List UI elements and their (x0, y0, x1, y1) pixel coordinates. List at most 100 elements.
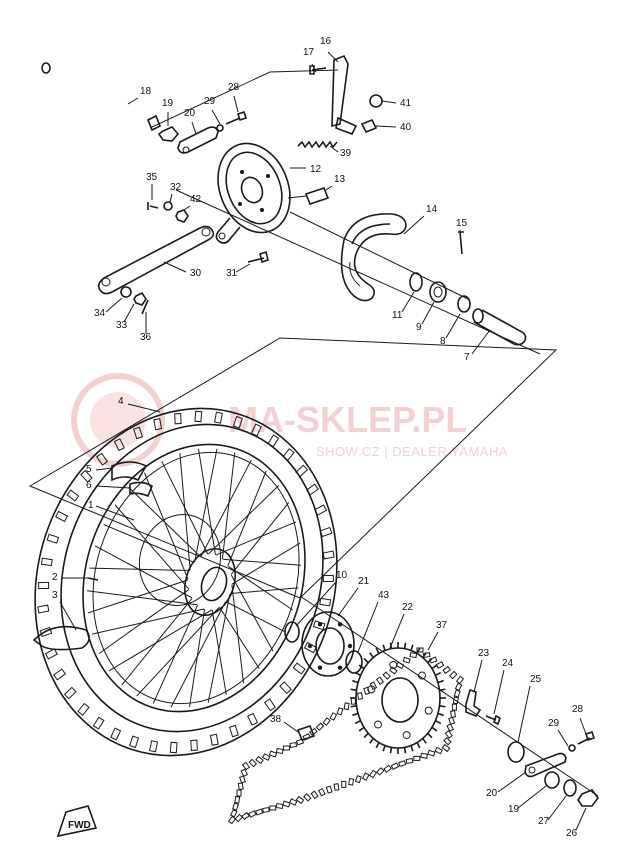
sprocket-tooth (363, 732, 369, 739)
sprocket-hole (373, 720, 382, 729)
tread-block (80, 469, 93, 483)
callout-c40: 40 (375, 122, 412, 133)
chain-link (448, 716, 456, 725)
chain-link (303, 793, 312, 802)
spoke (98, 589, 190, 654)
sprocket-tooth (389, 747, 393, 754)
brake-torque-arm (97, 225, 215, 295)
leader-line (557, 729, 569, 747)
callout-c15: 15 (456, 218, 468, 236)
sprocket-tooth (358, 726, 365, 732)
callout-c9: 9 (416, 301, 435, 333)
axle-collar (472, 308, 527, 346)
callout-c33: 33 (116, 303, 135, 331)
spoke (179, 453, 191, 570)
chain-link (295, 738, 305, 746)
sprocket-tooth (416, 647, 421, 654)
part-number-label: 43 (378, 590, 390, 601)
sprocket-hub (301, 611, 355, 677)
chain-link (237, 782, 244, 791)
part-number-label: 28 (228, 82, 240, 93)
leader-line (127, 97, 139, 105)
chain-link (369, 681, 378, 691)
leader-line (421, 301, 435, 325)
sprocket-tooth (352, 712, 359, 717)
chain-link (413, 755, 421, 761)
chain-link (315, 722, 325, 731)
axle-nut (157, 126, 180, 142)
chain-link (435, 661, 445, 669)
leader-line (375, 125, 397, 128)
part-number-label: 32 (170, 182, 182, 193)
chain-link (268, 750, 278, 758)
chain-link (248, 810, 257, 818)
adjuster-bolt (225, 110, 248, 125)
callout-c12: 12 (290, 164, 322, 175)
part-number-label: 13 (334, 174, 346, 185)
callout-c34: 34 (94, 297, 123, 319)
tread-block (305, 483, 319, 496)
leader-line (579, 717, 587, 735)
sprocket-tooth (410, 745, 414, 752)
part-number-label: 21 (358, 576, 370, 587)
leader-line (59, 601, 77, 631)
tread-block (267, 434, 280, 448)
chain-link (398, 760, 407, 768)
callout-c32: 32 (169, 182, 182, 203)
sprocket-tooth (410, 644, 414, 651)
chain-link (402, 656, 411, 664)
part-number-label: 17 (303, 47, 315, 58)
callout-c20a: 20 (184, 108, 197, 135)
leader-line (493, 669, 505, 715)
chain-link (295, 795, 305, 805)
chain-adjuster (177, 126, 219, 154)
spoke (230, 574, 274, 652)
brake-shoes (340, 213, 407, 302)
arm-lockwasher (133, 291, 147, 306)
chain-link (405, 757, 414, 765)
spoke (219, 606, 260, 669)
guard-bolt (485, 714, 501, 726)
chain-link (318, 787, 326, 797)
tread-block (44, 648, 58, 660)
sprocket-tooth (350, 688, 357, 691)
spoke (121, 597, 193, 686)
chain-link (354, 775, 362, 784)
sprocket-tooth (375, 647, 380, 654)
chain-link (262, 806, 270, 814)
sprocket-tooth (369, 652, 374, 659)
part-number-label: 23 (478, 648, 490, 659)
sprocket-tooth (403, 747, 407, 754)
part-number-label: 9 (416, 322, 422, 333)
axle-washer-right (544, 771, 560, 789)
rear-sprocket (350, 642, 446, 754)
leader-line (473, 659, 483, 693)
chain-link (333, 783, 340, 791)
sprocket-tooth (358, 664, 365, 670)
tread-block (232, 415, 243, 429)
part-number-label: 14 (426, 204, 438, 215)
tread-block (169, 741, 178, 754)
callout-c29a: 29 (204, 96, 221, 125)
part-number-label: 33 (116, 320, 128, 331)
leader-line (211, 109, 221, 125)
chain-link (451, 703, 457, 711)
chain-link (322, 717, 331, 726)
sprocket-tooth (439, 705, 446, 708)
tread-block (96, 452, 109, 466)
leader-line (95, 485, 131, 489)
sprocket-tooth (350, 705, 357, 708)
sprocket-hole (424, 706, 433, 715)
tread-block (213, 411, 223, 424)
spoke (225, 601, 285, 632)
tread-block (153, 418, 163, 431)
leader-line (575, 807, 587, 831)
callout-c21: 21 (337, 576, 370, 617)
sprocket-tooth (435, 719, 442, 725)
chain-link (275, 802, 284, 810)
part-number-label: 27 (538, 816, 550, 827)
chain-link (234, 795, 241, 804)
leader-line (401, 291, 415, 313)
